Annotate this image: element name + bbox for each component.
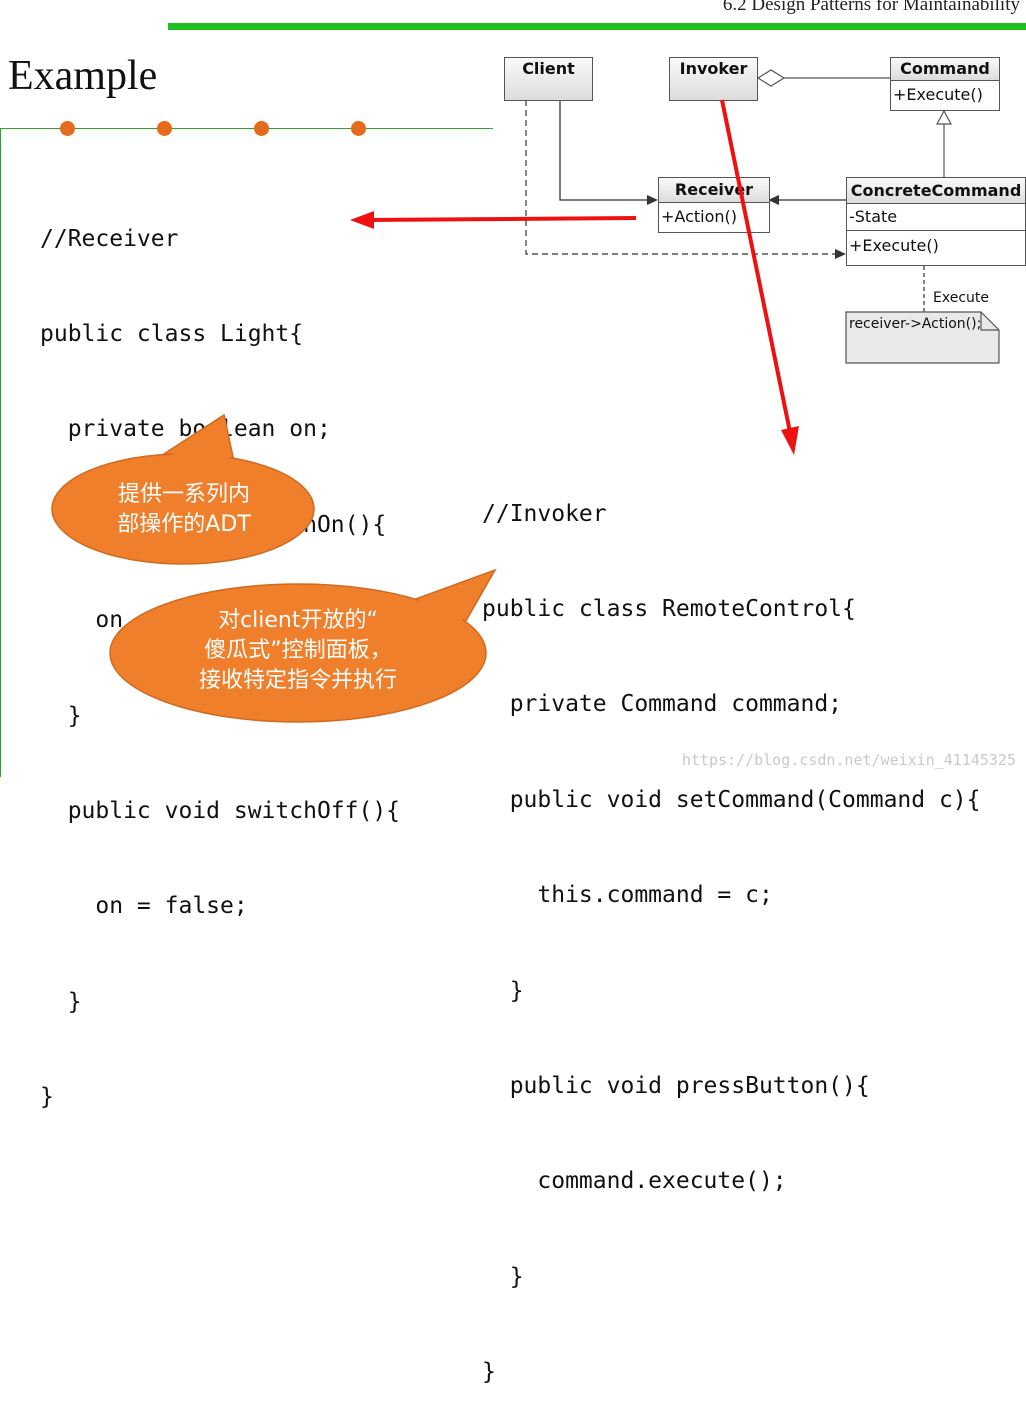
- uml-client-box: Client: [504, 57, 593, 101]
- code-line: //Invoker: [482, 500, 607, 527]
- uml-command-box: Command +Execute(): [890, 57, 1000, 111]
- callout-adt-line: 部操作的ADT: [117, 512, 251, 537]
- client-dependency-line: [525, 100, 836, 255]
- uml-connectors: [525, 69, 953, 312]
- uml-command-method: +Execute(): [891, 80, 999, 109]
- client-receiver-line: [559, 100, 650, 201]
- uml-concretecommand-method: +Execute(): [847, 230, 1025, 260]
- uml-receiver-method: +Action(): [659, 202, 769, 231]
- concrete-receiver-arrowhead: [768, 195, 779, 205]
- client-receiver-arrowhead: [647, 195, 658, 205]
- decor-dot: [351, 121, 366, 136]
- uml-invoker-box: Invoker: [669, 57, 758, 101]
- uml-concretecommand-label: ConcreteCommand: [847, 178, 1025, 203]
- callout-shapes: [51, 413, 497, 723]
- code-line: this.command = c;: [482, 882, 773, 909]
- uml-client-label: Client: [505, 58, 592, 100]
- uml-concretecommand-attr: -State: [847, 203, 1025, 230]
- code-line: public class RemoteControl{: [482, 595, 856, 622]
- client-dependency-arrowhead: [835, 249, 846, 259]
- uml-command-label: Command: [891, 58, 999, 80]
- code-line: public class Light{: [40, 320, 304, 347]
- red-arrows: [350, 99, 799, 455]
- code-line: }: [40, 988, 82, 1015]
- watermark: https://blog.csdn.net/weixin_41145325: [681, 751, 1016, 769]
- callout-adt: 提供一系列内 部操作的ADT: [53, 480, 315, 540]
- code-line: public void pressButton(){: [482, 1072, 870, 1099]
- left-border-line: [0, 128, 1, 777]
- invoker-to-code-arrowhead: [781, 426, 799, 455]
- callout-panel-line: 对client开放的“: [218, 608, 378, 633]
- code-line: public void switchOff(){: [40, 797, 401, 824]
- title-underline: [0, 128, 493, 129]
- uml-note-label: Execute: [933, 290, 989, 306]
- code-line: private Command command;: [482, 691, 843, 718]
- decor-dot: [157, 121, 172, 136]
- receiver-to-code-arrow-line: [371, 216, 637, 222]
- generalization-arrowhead: [935, 109, 953, 125]
- uml-receiver-box: Receiver +Action(): [658, 177, 770, 233]
- invoker-to-code-arrow-line: [720, 99, 792, 433]
- code-line: //Receiver: [40, 225, 179, 252]
- code-line: on = false;: [40, 893, 248, 920]
- uml-receiver-label: Receiver: [659, 178, 769, 202]
- uml-concretecommand-box: ConcreteCommand -State +Execute(): [846, 177, 1026, 266]
- code-line: }: [482, 1359, 496, 1386]
- code-line: public void setCommand(Command c){: [482, 786, 981, 813]
- code-line: }: [482, 977, 524, 1004]
- receiver-to-code-arrowhead: [350, 211, 374, 229]
- code-line: }: [482, 1263, 524, 1290]
- slide-title: Example: [8, 53, 158, 99]
- decor-dot: [60, 121, 75, 136]
- uml-invoker-label: Invoker: [670, 58, 757, 100]
- header-bar: [168, 23, 1026, 30]
- uml-note-text: receiver->Action();: [849, 316, 982, 332]
- callout-panel-line: 接收特定指令并执行: [198, 668, 397, 693]
- callout-adt-line: 提供一系列内: [117, 482, 250, 507]
- code-line: }: [40, 1084, 54, 1111]
- decor-dot: [254, 121, 269, 136]
- code-line: command.execute();: [482, 1168, 787, 1195]
- callout-panel-line: 傻瓜式”控制面板，: [204, 638, 392, 663]
- code-line: }: [40, 702, 82, 729]
- callout-control-panel: 对client开放的“ 傻瓜式”控制面板， 接收特定指令并执行: [110, 606, 486, 696]
- uml-note-shape: [845, 311, 1000, 364]
- slide-header-text: 6.2 Design Patterns for Maintainability: [722, 0, 1020, 15]
- aggregation-diamond: [756, 69, 786, 87]
